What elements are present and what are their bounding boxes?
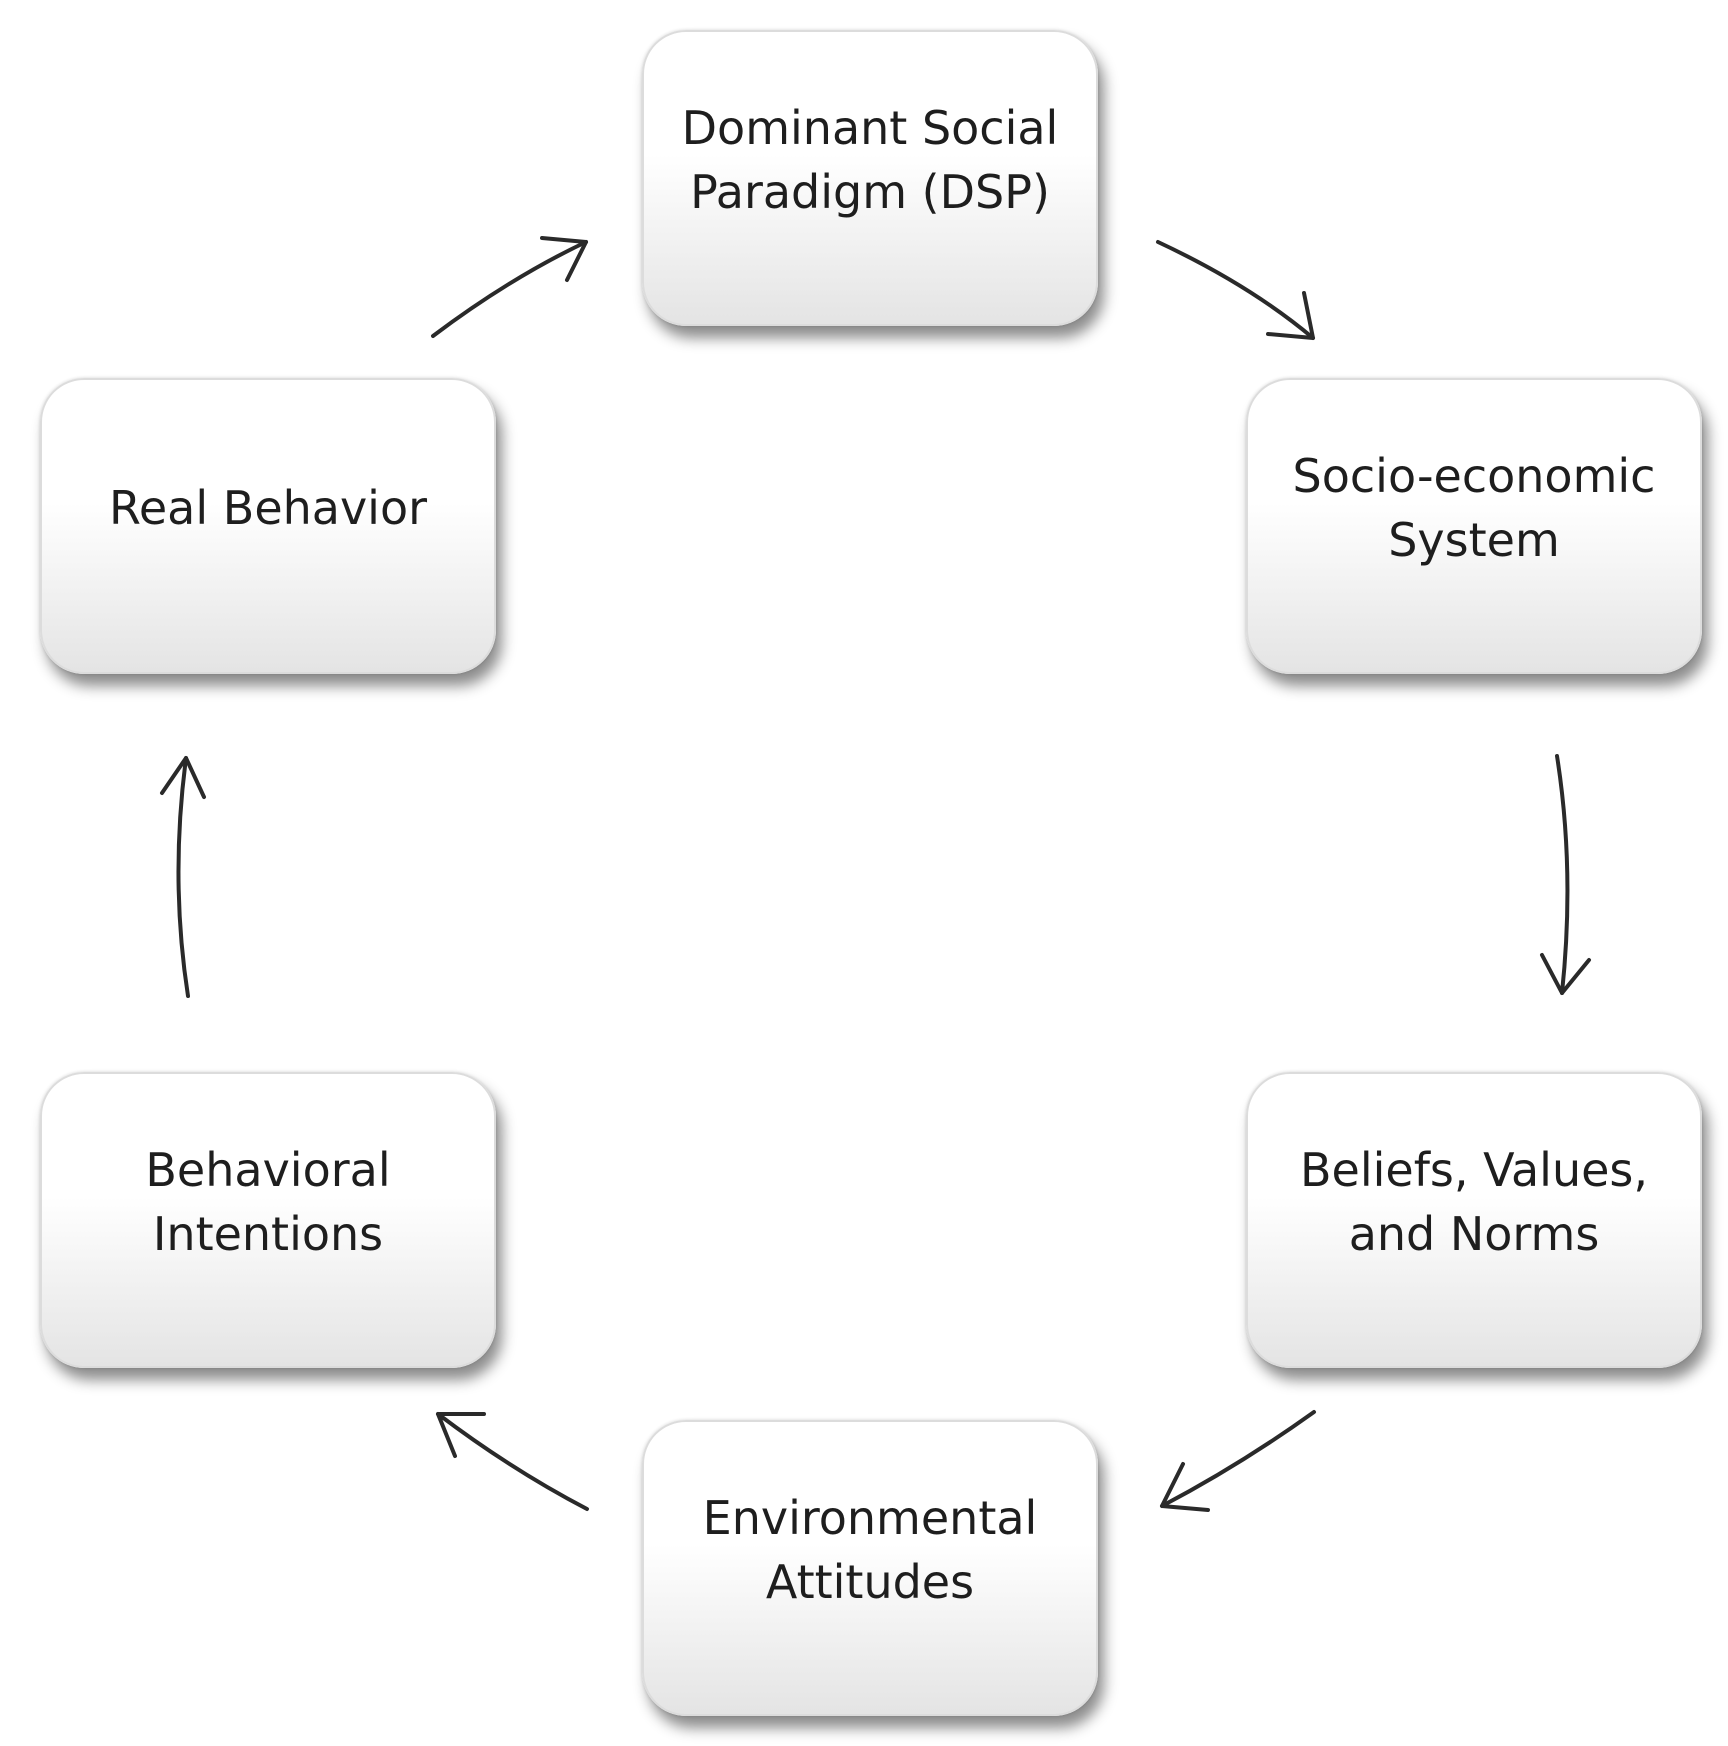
arrow-dsp-to-socio [1156, 240, 1315, 340]
node-beliefs-values-norms: Beliefs, Values, and Norms [1246, 1072, 1702, 1368]
arrow-socio-to-beliefs [1540, 754, 1591, 995]
node-label: Real Behavior [108, 481, 428, 535]
arrow-dsp-to-socio-head [1266, 291, 1315, 340]
arrow-attitudes-to-intentions-shaft [436, 1412, 589, 1511]
node-label: Socio-economic System [1292, 449, 1656, 567]
arrow-socio-to-beliefs-head [1540, 953, 1591, 995]
arrow-attitudes-to-intentions-head [436, 1412, 486, 1458]
arrow-dsp-to-socio-shaft [1156, 240, 1315, 340]
node-label: Environmental Attitudes [702, 1491, 1038, 1609]
arrow-intentions-to-behavior-head [160, 756, 206, 799]
arrow-intentions-to-behavior [160, 756, 206, 998]
arrow-attitudes-to-intentions [436, 1412, 589, 1511]
node-socio-economic-system: Socio-economic System [1246, 378, 1702, 674]
node-label: Behavioral Intentions [145, 1143, 391, 1261]
node-label: Beliefs, Values, and Norms [1299, 1143, 1649, 1261]
node-dominant-social-paradigm: Dominant Social Paradigm (DSP) [642, 30, 1098, 326]
node-label: Dominant Social Paradigm (DSP) [681, 101, 1059, 219]
arrow-beliefs-to-attitudes [1160, 1410, 1316, 1512]
node-behavioral-intentions: Behavioral Intentions [40, 1072, 496, 1368]
arrow-beliefs-to-attitudes-head [1160, 1462, 1210, 1512]
arrow-socio-to-beliefs-shaft [1555, 754, 1570, 995]
arrow-behavior-to-dsp-shaft [431, 240, 588, 338]
arrow-behavior-to-dsp [431, 236, 588, 338]
arrow-behavior-to-dsp-head [540, 236, 588, 282]
node-real-behavior: Real Behavior [40, 378, 496, 674]
arrow-beliefs-to-attitudes-shaft [1160, 1410, 1316, 1508]
arrow-intentions-to-behavior-shaft [176, 756, 190, 998]
node-environmental-attitudes: Environmental Attitudes [642, 1420, 1098, 1716]
